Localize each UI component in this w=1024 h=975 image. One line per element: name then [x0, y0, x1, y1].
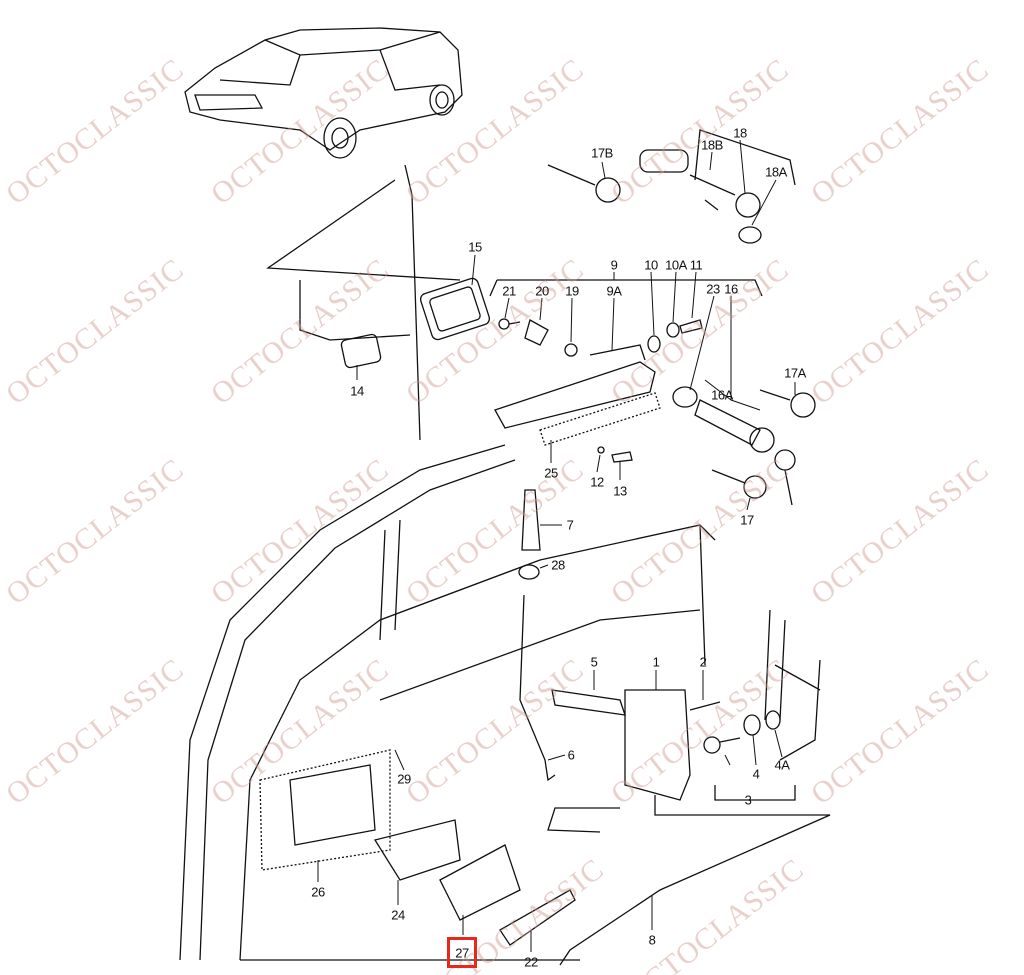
part-label-5[interactable]: 5 — [590, 654, 598, 670]
part-label-8[interactable]: 8 — [648, 932, 656, 948]
part-label-17B[interactable]: 17B — [591, 145, 613, 161]
part-label-10A[interactable]: 10A — [665, 257, 687, 273]
part-label-22[interactable]: 22 — [524, 954, 538, 970]
lock-and-rods — [518, 489, 831, 966]
keys — [547, 129, 816, 506]
part-label-13[interactable]: 13 — [613, 483, 627, 499]
leader-lines — [317, 139, 796, 952]
part-label-16A[interactable]: 16A — [711, 387, 733, 403]
part-label-10[interactable]: 10 — [644, 257, 658, 273]
part-label-9A[interactable]: 9A — [606, 283, 622, 299]
part-label-18A[interactable]: 18A — [765, 164, 787, 180]
part-label-2[interactable]: 2 — [699, 654, 707, 670]
part-label-4[interactable]: 4 — [752, 766, 760, 782]
part-label-26[interactable]: 26 — [311, 884, 325, 900]
part-label-23[interactable]: 23 — [706, 281, 720, 297]
part-label-16[interactable]: 16 — [724, 281, 738, 297]
part-label-25[interactable]: 25 — [544, 465, 558, 481]
door-frame — [179, 164, 821, 961]
part-label-21[interactable]: 21 — [502, 283, 516, 299]
part-label-12[interactable]: 12 — [590, 474, 604, 490]
outer-handle-assembly — [340, 277, 763, 463]
part-label-17[interactable]: 17 — [740, 512, 754, 528]
highlighted-part-box — [447, 937, 477, 968]
car-illustration — [184, 27, 463, 159]
part-label-3[interactable]: 3 — [744, 792, 752, 808]
inner-handle-parts — [259, 749, 620, 946]
part-label-20[interactable]: 20 — [535, 283, 549, 299]
part-label-9[interactable]: 9 — [610, 257, 618, 273]
part-label-7[interactable]: 7 — [566, 517, 574, 533]
part-label-17A[interactable]: 17A — [784, 365, 806, 381]
part-label-18[interactable]: 18 — [733, 125, 747, 141]
part-label-11[interactable]: 11 — [689, 257, 703, 273]
part-label-18B[interactable]: 18B — [701, 137, 723, 153]
part-label-4A[interactable]: 4A — [774, 757, 790, 773]
part-label-6[interactable]: 6 — [567, 747, 575, 763]
part-label-1[interactable]: 1 — [652, 654, 660, 670]
part-label-29[interactable]: 29 — [397, 771, 411, 787]
part-label-24[interactable]: 24 — [391, 907, 405, 923]
part-label-14[interactable]: 14 — [350, 383, 364, 399]
part-label-28[interactable]: 28 — [551, 557, 565, 573]
part-label-27[interactable]: 27 — [455, 945, 469, 961]
part-label-15[interactable]: 15 — [468, 239, 482, 255]
part-label-19[interactable]: 19 — [565, 283, 579, 299]
